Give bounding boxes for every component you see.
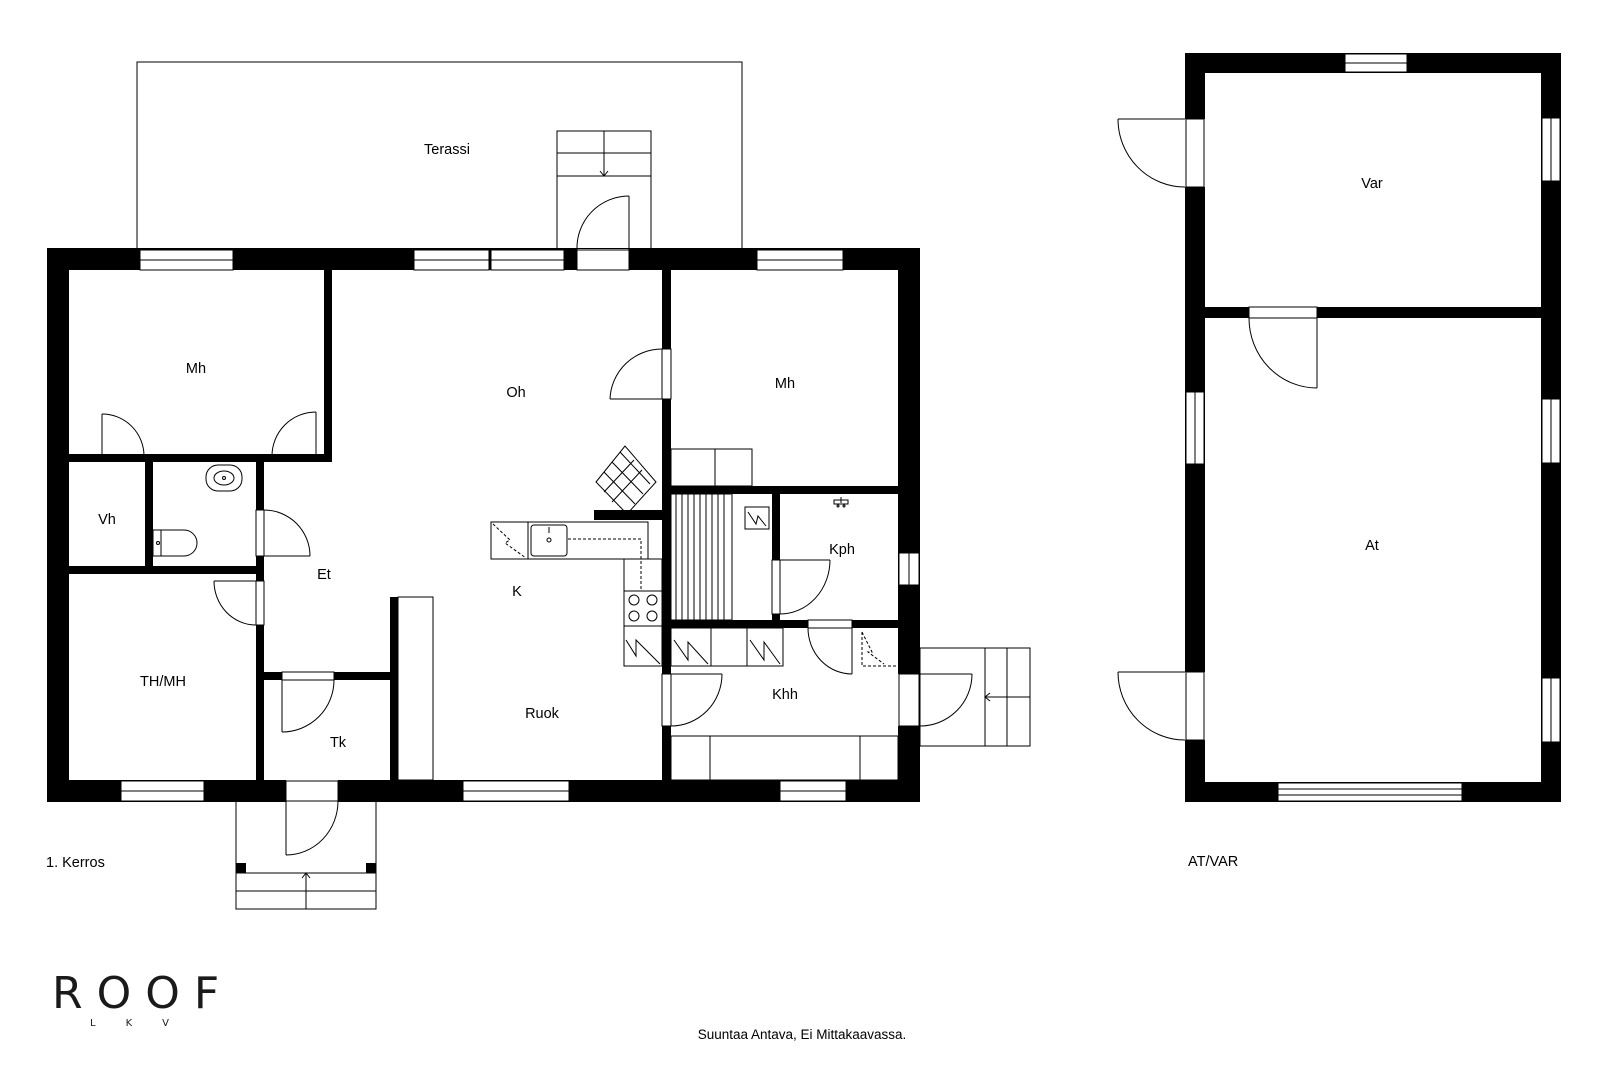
outbuilding-windows-doors	[1117, 53, 1561, 802]
room-label-at: At	[1365, 538, 1379, 554]
room-label-var: Var	[1361, 176, 1383, 192]
main-house-walls	[47, 248, 920, 802]
room-label-mh-left: Mh	[186, 361, 206, 377]
shower-head-icon	[833, 497, 849, 508]
toilet-icon	[152, 529, 198, 557]
sauna-benches	[670, 493, 770, 621]
room-labels: Terassi Mh Oh Mh Vh Et K Kph TH/MH Ruok …	[98, 142, 1383, 751]
disclaimer-text: Suuntaa Antava, Ei Mittakaavassa.	[698, 1027, 907, 1042]
outbuilding-walls	[1185, 53, 1561, 802]
roof-lkv-logo: ROOF LKV	[52, 968, 233, 1029]
logo-sub-text: LKV	[90, 1018, 199, 1029]
laundry-appliances	[670, 627, 898, 667]
room-label-terassi: Terassi	[424, 142, 470, 158]
floor-label-outbuilding: AT/VAR	[1188, 854, 1238, 870]
room-label-mh-right: Mh	[775, 376, 795, 392]
room-label-khh: Khh	[772, 687, 798, 703]
main-house-windows	[120, 249, 920, 802]
room-label-vh: Vh	[98, 512, 116, 528]
fireplace-symbol	[595, 445, 657, 515]
room-label-tk: Tk	[330, 735, 347, 751]
room-label-kph: Kph	[829, 542, 855, 558]
fixtures	[152, 445, 899, 781]
main-house-doors	[101, 130, 1031, 910]
kitchen-counter	[490, 521, 663, 667]
room-label-et: Et	[317, 567, 331, 583]
room-label-k: K	[512, 584, 522, 600]
room-label-th-mh: TH/MH	[140, 674, 186, 690]
room-label-oh: Oh	[506, 385, 525, 401]
floor-label-first: 1. Kerros	[46, 855, 105, 871]
wash-basin-icon	[205, 464, 243, 492]
logo-main-text: ROOF	[52, 968, 233, 1019]
room-label-ruok: Ruok	[525, 706, 560, 722]
